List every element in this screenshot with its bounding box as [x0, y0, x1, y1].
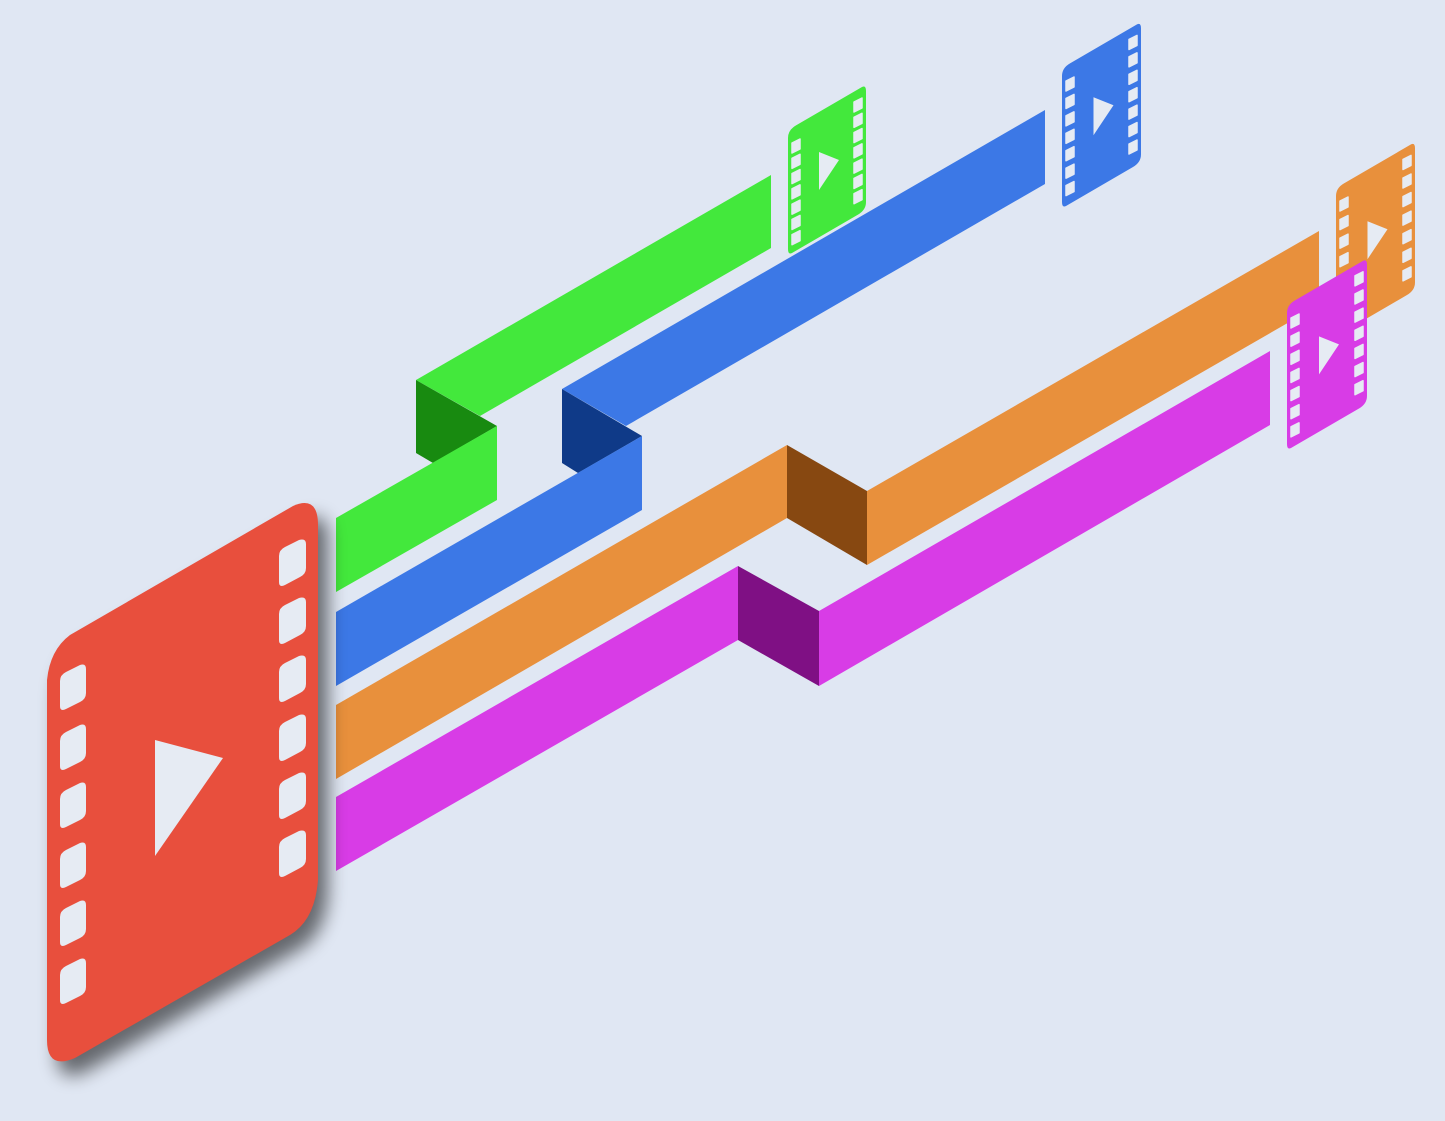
sprocket-hole	[1065, 128, 1075, 145]
blue-band-upper	[562, 110, 1045, 426]
sprocket-hole	[791, 229, 801, 246]
sprocket-hole	[791, 138, 801, 154]
sprocket-hole	[1290, 403, 1300, 420]
sprocket-hole	[853, 127, 863, 144]
magenta-band-step	[738, 566, 819, 686]
sprocket-hole	[1065, 145, 1075, 162]
sprocket-hole	[1402, 266, 1412, 282]
sprocket-hole	[1128, 52, 1138, 68]
sprocket-hole	[853, 143, 863, 159]
sprocket-hole	[1290, 349, 1300, 366]
magenta-band-right	[819, 351, 1270, 686]
sprocket-hole	[1402, 191, 1412, 208]
sprocket-hole	[1065, 180, 1075, 197]
sprocket-hole	[1128, 34, 1138, 51]
sprocket-hole	[791, 214, 801, 231]
sprocket-hole	[1354, 361, 1364, 378]
sprocket-hole	[791, 199, 801, 215]
sprocket-hole	[1354, 343, 1364, 360]
sprocket-hole	[1354, 289, 1364, 305]
sprocket-hole	[279, 539, 306, 586]
play-icon	[1367, 221, 1388, 260]
sprocket-hole	[1354, 379, 1364, 396]
green-band-lower	[336, 426, 497, 592]
sprocket-hole	[1065, 76, 1075, 92]
sprocket-hole	[1402, 154, 1412, 171]
sprocket-hole	[1339, 196, 1349, 212]
sprocket-hole	[853, 112, 863, 129]
sprocket-hole	[1339, 251, 1349, 268]
sprocket-hole	[279, 597, 306, 644]
sprocket-hole	[1065, 93, 1075, 110]
sprocket-hole	[1354, 307, 1364, 323]
play-icon	[819, 151, 839, 190]
sprocket-hole	[1402, 247, 1412, 264]
sprocket-hole	[1128, 139, 1138, 155]
sprocket-hole	[1128, 121, 1138, 138]
sprocket-hole	[279, 655, 306, 702]
sprocket-hole	[279, 714, 306, 761]
orange-band-right	[867, 231, 1319, 565]
orange-band-left	[336, 445, 787, 779]
blue-band-lower	[336, 436, 642, 686]
sprocket-hole	[60, 782, 86, 828]
sprocket-hole	[1128, 104, 1138, 120]
sprocket-hole	[1402, 173, 1412, 189]
sprocket-hole	[60, 724, 86, 770]
blue-band-step	[562, 389, 642, 473]
sprocket-hole	[60, 664, 86, 710]
magenta-band-left	[336, 566, 738, 871]
sprocket-hole	[1290, 313, 1300, 329]
sprocket-hole	[279, 772, 306, 819]
film-magenta-icon	[1287, 260, 1367, 449]
sprocket-hole	[60, 900, 86, 946]
sprocket-hole	[279, 830, 306, 877]
green-band-step	[416, 380, 497, 463]
sprocket-hole	[1402, 228, 1412, 245]
sprocket-hole	[1065, 111, 1075, 127]
sprocket-hole	[1290, 331, 1300, 347]
sprocket-hole	[1354, 325, 1364, 342]
film-green-icon	[788, 86, 866, 254]
sprocket-hole	[1128, 86, 1138, 103]
sprocket-hole	[853, 173, 863, 190]
sprocket-hole	[60, 958, 86, 1004]
sprocket-hole	[1065, 163, 1075, 179]
sprocket-hole	[1290, 385, 1300, 402]
sprocket-hole	[1290, 367, 1300, 384]
orange-band-step	[787, 445, 867, 565]
sprocket-hole	[853, 97, 863, 113]
sprocket-hole	[791, 153, 801, 170]
sprocket-hole	[853, 188, 863, 205]
green-band-upper	[416, 175, 771, 416]
play-icon	[155, 740, 223, 856]
film-source-icon	[47, 503, 328, 1076]
sprocket-hole	[853, 158, 863, 174]
sprocket-hole	[1354, 271, 1364, 287]
sprocket-hole	[1290, 422, 1300, 438]
film-blue-icon	[1062, 23, 1141, 207]
sprocket-hole	[1339, 214, 1349, 231]
sprocket-hole	[1402, 210, 1412, 226]
play-icon	[1093, 97, 1114, 136]
sprocket-hole	[791, 184, 801, 200]
play-icon	[1319, 336, 1339, 375]
sprocket-hole	[60, 842, 86, 888]
sprocket-hole	[791, 168, 801, 185]
sprocket-hole	[1128, 69, 1138, 86]
sprocket-hole	[1339, 233, 1349, 249]
